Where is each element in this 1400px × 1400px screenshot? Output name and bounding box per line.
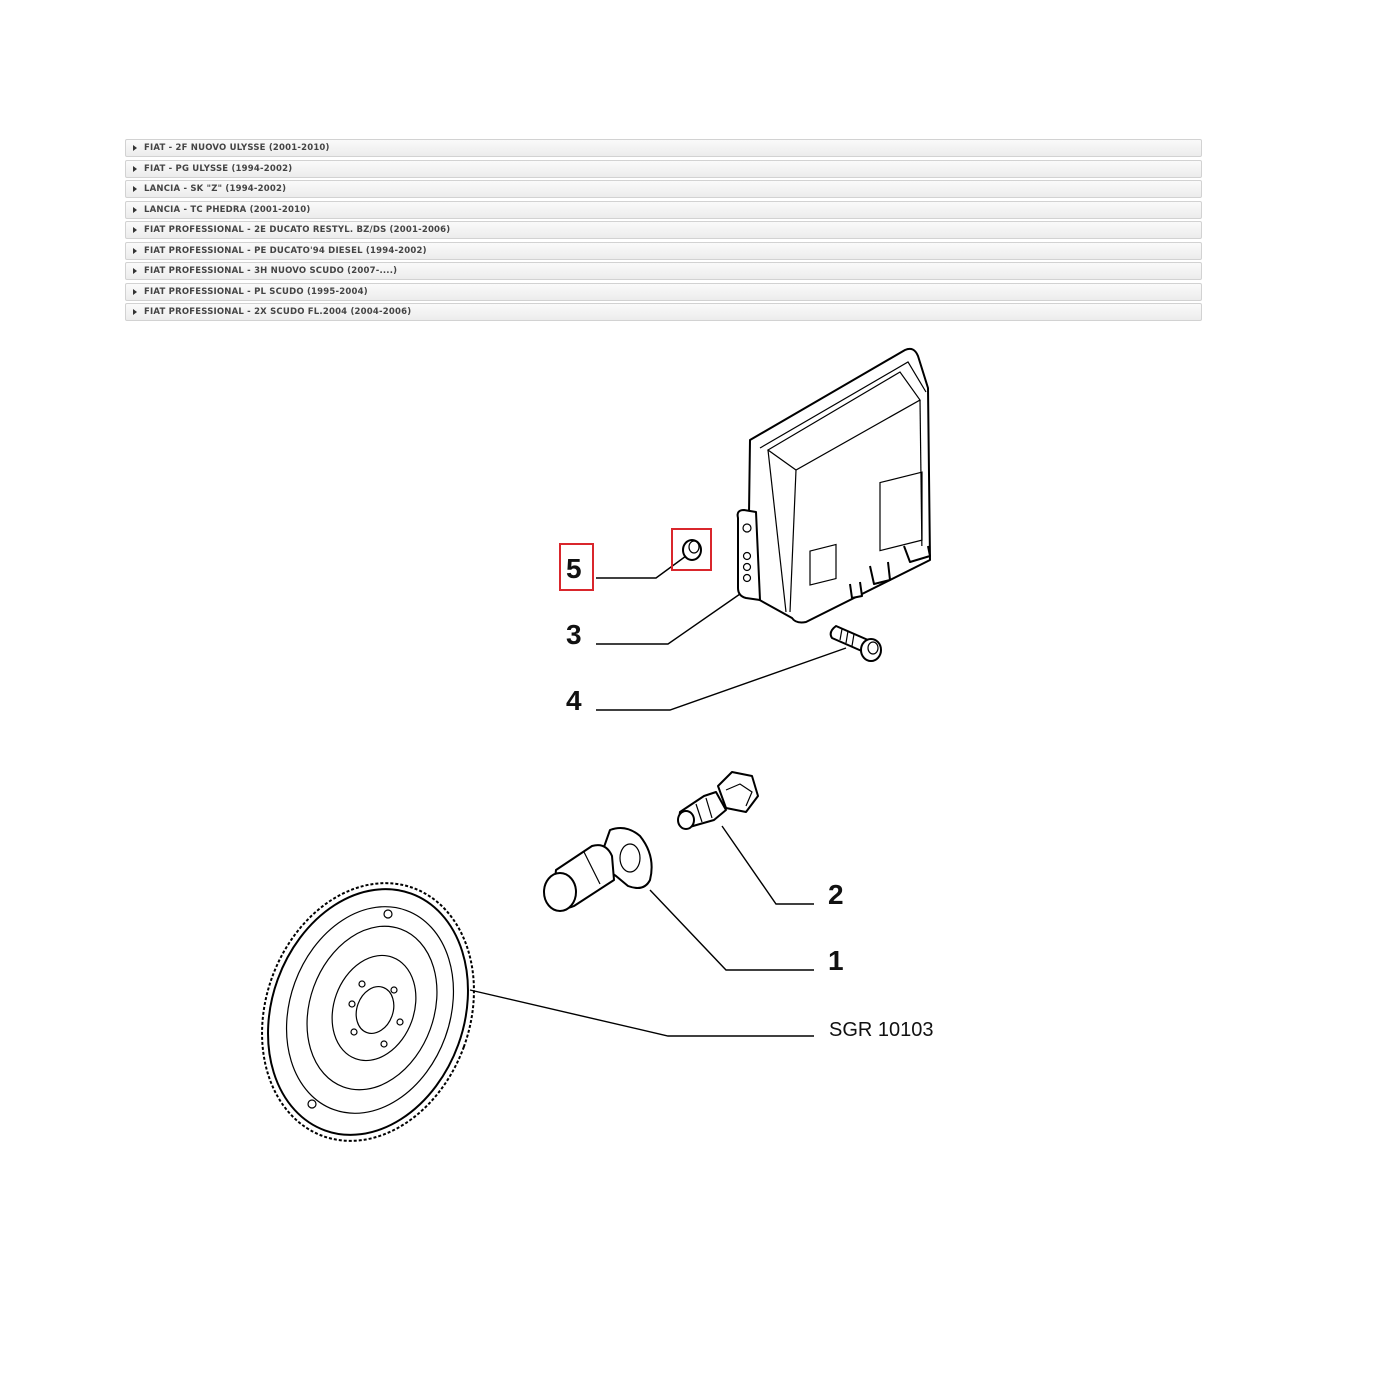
highlight-box-part-5 bbox=[671, 528, 712, 571]
model-row-label: FIAT PROFESSIONAL - PE DUCATO'94 DIESEL … bbox=[144, 245, 427, 256]
model-row-label: LANCIA - SK "Z" (1994-2002) bbox=[144, 184, 287, 194]
sensor-part bbox=[543, 827, 653, 912]
caret-right-icon bbox=[133, 309, 137, 315]
model-row-label: FIAT PROFESSIONAL - 3H NUOVO SCUDO (2007… bbox=[144, 266, 398, 276]
caret-right-icon bbox=[133, 165, 137, 172]
caret-right-icon bbox=[133, 268, 137, 274]
callout-label-5: 5 bbox=[566, 553, 582, 584]
model-row-label: LANCIA - TC PHEDRA (2001-2010) bbox=[144, 204, 311, 215]
caret-right-icon bbox=[133, 145, 137, 151]
model-row-fiat-pro-3h-nuovo-scudo[interactable]: FIAT PROFESSIONAL - 3H NUOVO SCUDO (2007… bbox=[125, 262, 1202, 280]
model-row-fiat-pg-ulysse[interactable]: FIAT - PG ULYSSE (1994-2002) bbox=[125, 159, 1202, 178]
flywheel-part bbox=[261, 882, 475, 1142]
model-row-lancia-sk-z[interactable]: LANCIA - SK "Z" (1994-2002) bbox=[125, 180, 1202, 198]
model-row-label: FIAT PROFESSIONAL - 2X SCUDO FL.2004 (20… bbox=[144, 307, 412, 317]
nut-part bbox=[682, 539, 702, 561]
model-list: FIAT - 2F NUOVO ULYSSE (2001-2010) FIAT … bbox=[125, 139, 1202, 324]
model-row-fiat-pro-pl-scudo[interactable]: FIAT PROFESSIONAL - PL SCUDO (1995-2004) bbox=[125, 282, 1202, 301]
callout-label-1: 1 bbox=[828, 945, 844, 976]
model-row-fiat-2f-nuovo-ulysse[interactable]: FIAT - 2F NUOVO ULYSSE (2001-2010) bbox=[125, 139, 1202, 157]
callout-label-4: 4 bbox=[566, 685, 582, 716]
ecu-control-unit bbox=[736, 347, 931, 624]
model-row-lancia-tc-phedra[interactable]: LANCIA - TC PHEDRA (2001-2010) bbox=[125, 200, 1202, 219]
model-row-label: FIAT - PG ULYSSE (1994-2002) bbox=[144, 163, 293, 174]
model-row-fiat-pro-2e-ducato[interactable]: FIAT PROFESSIONAL - 2E DUCATO RESTYL. BZ… bbox=[125, 221, 1202, 239]
caret-right-icon bbox=[133, 247, 137, 254]
screw-part bbox=[677, 771, 759, 830]
model-row-fiat-pro-pe-ducato[interactable]: FIAT PROFESSIONAL - PE DUCATO'94 DIESEL … bbox=[125, 241, 1202, 260]
caret-right-icon bbox=[133, 288, 137, 295]
callout-label-3: 3 bbox=[566, 619, 582, 650]
caret-right-icon bbox=[133, 206, 137, 213]
caret-right-icon bbox=[133, 227, 137, 233]
bolt-part bbox=[829, 625, 882, 662]
model-row-label: FIAT - 2F NUOVO ULYSSE (2001-2010) bbox=[144, 143, 330, 153]
model-row-label: FIAT PROFESSIONAL - 2E DUCATO RESTYL. BZ… bbox=[144, 225, 451, 235]
model-row-fiat-pro-2x-scudo[interactable]: FIAT PROFESSIONAL - 2X SCUDO FL.2004 (20… bbox=[125, 303, 1202, 321]
highlight-box-callout-5 bbox=[559, 543, 594, 591]
leader-lines bbox=[469, 555, 847, 1037]
callout-label-sgr-10103: SGR 10103 bbox=[829, 1019, 934, 1041]
caret-right-icon bbox=[133, 186, 137, 192]
model-row-label: FIAT PROFESSIONAL - PL SCUDO (1995-2004) bbox=[144, 286, 368, 297]
callout-label-2: 2 bbox=[828, 879, 844, 910]
